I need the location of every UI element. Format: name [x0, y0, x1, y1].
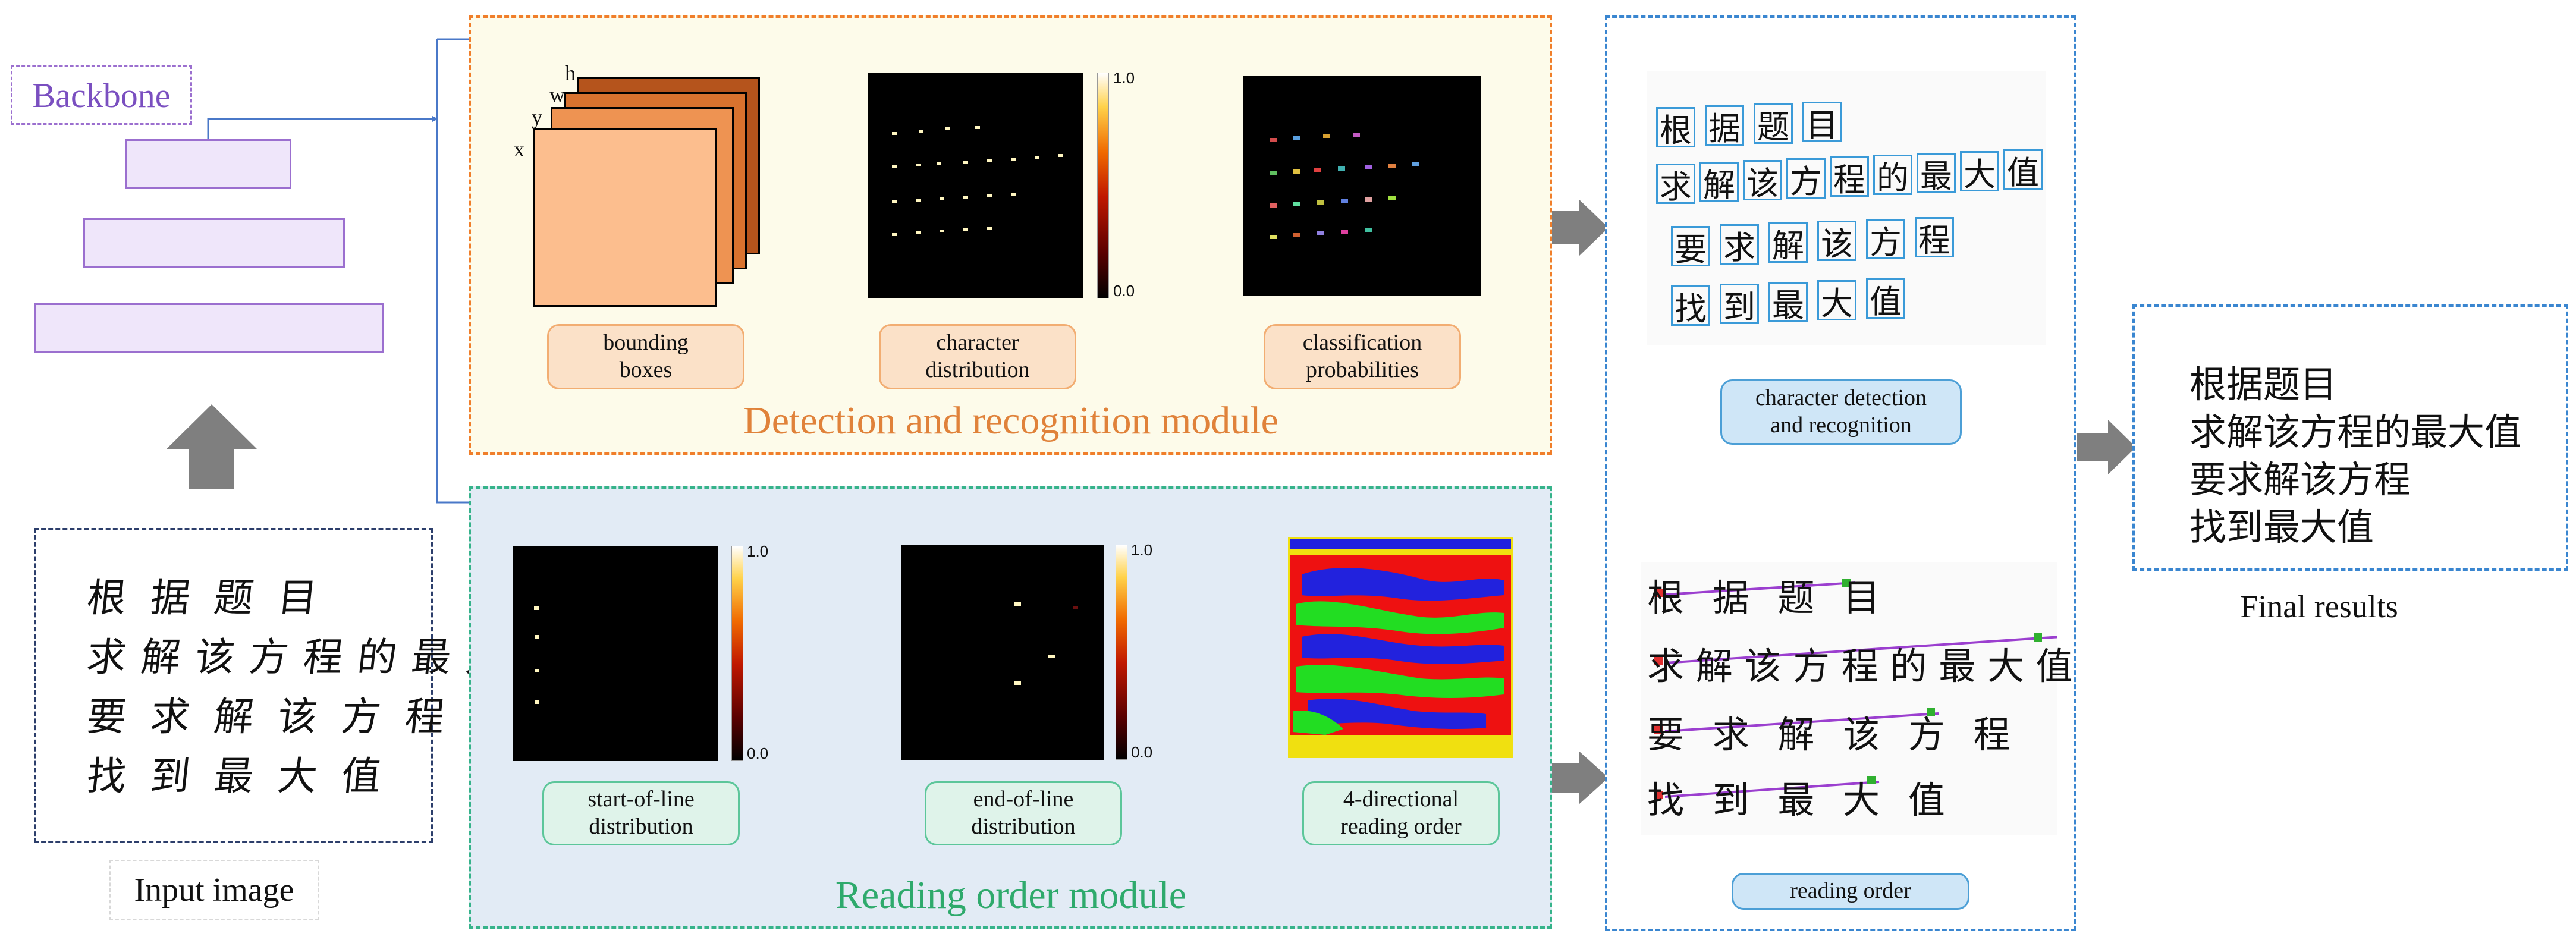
- reading-order-arrows: [1654, 579, 2057, 799]
- ocr-char-box: 找: [1671, 285, 1710, 328]
- ocr-char-box: 大: [1817, 280, 1856, 322]
- class-dots: [1270, 133, 1419, 239]
- ocr-char-box: 据: [1705, 105, 1744, 147]
- input-line-4: 找 到 最 大 值: [84, 753, 389, 799]
- start-dots: [534, 606, 539, 704]
- direction-map-regions: [1290, 539, 1511, 756]
- backbone-layer-1: [125, 139, 291, 189]
- ocr-char-box: 到: [1720, 284, 1759, 326]
- axis-y: y: [532, 105, 542, 129]
- axis-h: h: [565, 61, 576, 85]
- ocr-char-box: 该: [1817, 221, 1856, 263]
- input-image: 根 据 题 目 求 解 该 方 程 的 最 大 值 要 求 解 该 方 程 找 …: [34, 528, 563, 843]
- end-dots: [1014, 602, 1078, 685]
- final-results-box: 根据题目 求解该方程的最大值 要求解该方程 找到最大值: [2132, 304, 2568, 571]
- ocr-char-box: 要: [1671, 226, 1710, 268]
- ocr-char-box: 的: [1873, 155, 1912, 197]
- input-line-3: 要 求 解 该 方 程: [84, 694, 453, 740]
- bounding-boxes-label: bounding boxes: [547, 324, 744, 389]
- ocr-char-box: 求: [1656, 164, 1695, 206]
- ocr-char-box: 值: [1866, 278, 1905, 320]
- reading-order-output-arrow-icon: [1549, 751, 1609, 804]
- ocr-char-box: 最: [1917, 153, 1956, 195]
- ocr-char-box: 最: [1768, 282, 1808, 324]
- character-dots: [892, 126, 1063, 236]
- final-line-3: 要求解该方程: [2189, 458, 2411, 501]
- end-of-line-label: end-of-line distribution: [925, 781, 1122, 845]
- character-distribution-label: character distribution: [879, 324, 1076, 389]
- character-colorbar-min: 0.0: [1113, 282, 1135, 300]
- character-distribution-heatmap: [868, 73, 1083, 298]
- final-arrow-icon: [2077, 420, 2136, 474]
- character-colorbar: [1097, 73, 1109, 298]
- reading-order-line-4: 找 到 最 大 值: [1647, 778, 1953, 822]
- input-image-label: Input image: [109, 860, 319, 920]
- ocr-char-box: 题: [1754, 103, 1793, 146]
- character-detection-label: character detection and recognition: [1720, 379, 1962, 445]
- ocr-char-box: 值: [2003, 149, 2043, 191]
- start-of-line-label: start-of-line distribution: [542, 781, 740, 845]
- axis-w: w: [549, 83, 565, 106]
- ocr-char-box: 求: [1720, 224, 1759, 266]
- ocr-char-box: 根: [1656, 107, 1695, 149]
- ocr-char-box: 目: [1802, 102, 1842, 144]
- start-colorbar-min: 0.0: [747, 744, 769, 762]
- final-line-2: 求解该方程的最大值: [2189, 410, 2522, 454]
- backbone-label: Backbone: [11, 65, 192, 125]
- reading-order-line-3: 要 求 解 该 方 程: [1647, 713, 2019, 756]
- reading-order-line-2: 求 解 该 方 程 的 最 大 值: [1647, 645, 2073, 688]
- backbone-layer-3: [34, 303, 384, 353]
- detection-output-arrow-icon: [1549, 199, 1609, 256]
- start-colorbar: [731, 546, 743, 761]
- end-colorbar-max: 1.0: [1131, 541, 1153, 559]
- reading-order-map: [1288, 537, 1513, 758]
- end-of-line-heatmap: [901, 545, 1104, 760]
- ocr-char-box: 方: [1786, 158, 1826, 200]
- final-results-label: Final results: [2240, 589, 2398, 624]
- reading-order-label: reading order: [1732, 873, 1969, 910]
- up-arrow-icon: [167, 404, 257, 489]
- final-line-1: 根据题目: [2189, 363, 2338, 406]
- ocr-char-box: 该: [1743, 160, 1782, 202]
- end-colorbar-min: 0.0: [1131, 743, 1153, 761]
- reading-order-image: 根 据 题 目 求 解 该 方 程 的 最 大 值 要 求 解 该 方 程 找 …: [1641, 562, 2073, 835]
- final-line-4: 找到最大值: [2189, 505, 2374, 549]
- character-detection-image: 根据题目求解该方程的最大值要求解该方程找到最大值: [1647, 71, 2046, 345]
- ocr-char-box: 解: [1768, 222, 1808, 265]
- input-line-1: 根 据 题 目: [84, 575, 326, 621]
- ocr-char-box: 程: [1830, 156, 1869, 199]
- reading-order-module-title: Reading order module: [835, 873, 1187, 917]
- reading-order-line-1: 根 据 题 目: [1647, 576, 1889, 620]
- character-colorbar-max: 1.0: [1113, 69, 1135, 87]
- backbone-layer-2: [83, 218, 345, 268]
- reading-order-map-label: 4-directional reading order: [1302, 781, 1500, 845]
- classification-probabilities-heatmap: [1243, 76, 1481, 296]
- ocr-char-box: 大: [1960, 151, 1999, 193]
- start-of-line-heatmap: [513, 546, 718, 761]
- classification-probabilities-label: classification probabilities: [1264, 324, 1461, 389]
- ocr-char-box: 程: [1915, 217, 1954, 259]
- cube-x: [533, 128, 717, 307]
- ocr-char-box: 方: [1866, 219, 1905, 261]
- axis-x: x: [514, 137, 524, 161]
- detection-module-title: Detection and recognition module: [743, 399, 1278, 442]
- ocr-char-box: 解: [1699, 162, 1739, 204]
- end-colorbar: [1116, 545, 1127, 760]
- bounding-box-cubes: h w y x: [514, 61, 773, 315]
- start-colorbar-max: 1.0: [747, 542, 769, 560]
